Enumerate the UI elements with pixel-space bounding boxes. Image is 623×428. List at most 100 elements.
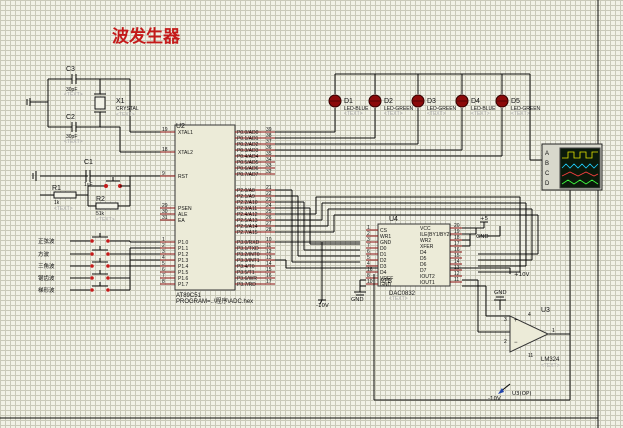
mcu-pin-num: 8 [162,279,165,285]
dac-pin-name: D4 [420,250,427,256]
r1-value: 1k [54,200,60,206]
mcu-pin-name: P0.7/AD7 [237,172,259,178]
r2-value: 51k [96,211,105,217]
c2-ref: C2 [66,114,75,121]
button-1[interactable]: 正弦波 [38,233,160,245]
x1-part: CRYSTAL [116,106,139,112]
button-4[interactable]: 锯齿波 [38,259,160,282]
mcu-pin-name: PSEN [178,206,192,212]
mcu-pin-num: 21 [266,185,272,191]
mcu-pin-name: P1.1 [178,246,189,252]
opamp-lm324[interactable]: + − [509,315,550,353]
dac-pin-name: D0 [380,246,387,252]
dac-pin-num: 11 [454,277,459,283]
mcu-pin-name: EA [178,218,185,224]
dac-pin-num: 8 [367,273,370,279]
dac-pin-name: D7 [420,268,427,274]
led-part: LED-BLUE [471,106,496,112]
dac-pin-name: D5 [420,256,427,262]
net-minus10-a: -10V [316,303,329,309]
mcu-pin-num: 28 [266,227,272,233]
mcu-pin-num: 7 [162,273,165,279]
mcu-pin-name: P1.7 [178,282,189,288]
dac-part: DAC0832 [389,291,416,297]
mcu-pin-num: 17 [266,279,272,285]
mcu-pin-name: P1.5 [178,270,189,276]
button-2[interactable]: 方波 [38,246,160,258]
mcu-pin-num: 18 [162,147,168,153]
led-part: LED-BLUE [344,106,369,112]
mcu-pin-name: P3.0/RXD [237,240,260,246]
c1-ref: C1 [84,159,93,166]
dac-pin-name: GND [380,282,392,288]
mcu-pin-num: 9 [162,171,165,177]
mcu-pin-num: 11 [266,243,271,249]
dac-pin-num: 4 [367,261,370,267]
scope-ch-b: B [545,161,549,167]
dac-pin-name: IOUT1 [420,280,435,286]
dac-pin-name: D4 [380,270,387,276]
mcu-pin-num: 23 [266,197,272,203]
mcu-pin-num: 25 [266,209,272,215]
opamp-ref: U3 [541,307,550,314]
dac-pin-num: 1 [367,225,370,231]
mcu-pin-num: 16 [266,273,272,279]
led-ref: D4 [471,98,480,105]
dac-pin-name: GND [380,240,392,246]
opamp-pin4: 4 [528,312,531,318]
mcu-at89c51[interactable] [160,124,275,291]
schematic-title: 波发生器 [112,26,181,47]
dac-pin-num: 18 [454,235,460,241]
mcu-pin-num: 3 [162,249,165,255]
led-ref: D5 [511,98,520,105]
mcu-pin-name: P3.2/INT0 [237,252,260,258]
mcu-pin-name: P3.3/INT1 [237,258,260,264]
dac-pin-name: VCC [420,226,431,232]
p2-dac-bus [275,189,539,292]
led-ref: D1 [344,98,353,105]
mcu-pin-num: 27 [266,221,272,227]
mcu-pin-name: XTAL1 [178,130,193,136]
oscillator-circuit[interactable] [26,74,175,153]
opamp-pin11: 11 [528,353,533,359]
oscilloscope[interactable] [541,143,603,191]
net-minus10-b: -10V [488,396,501,402]
mcu-pin-name: P2.7/A15 [237,230,258,236]
dac-pin-name: ILE(BY1/BY2) [420,232,451,238]
c3-text: <TEXT> [64,92,83,98]
mcu-pin-name: P1.0 [178,240,189,246]
led-ref: D2 [384,98,393,105]
svg-text:−: − [514,340,518,346]
mcu-pin-name: P3.1/TXD [237,246,259,252]
dac-pin-num: 6 [367,249,370,255]
mcu-ref: U2 [176,123,185,130]
dac-0832[interactable] [366,223,462,287]
dac-pin-num: 5 [367,255,370,261]
r2-ref: R2 [96,196,105,203]
opamp-pin3: 3 [504,317,507,323]
led-text: <TEXT> [384,111,403,117]
mcu-pin-name: P0.4/AD4 [237,154,259,160]
p0-led-bus [275,73,542,161]
mcu-pin-num: 31 [162,215,168,221]
button-label: 梯形波 [38,286,55,294]
dac-pin-name: WR1 [380,234,391,240]
button-3[interactable]: 三角波 [38,253,160,270]
dac-ref: U4 [389,216,398,223]
button-5[interactable]: 梯形波 [38,265,160,294]
led-text: <TEXT> [471,111,490,117]
mcu-pin-num: 35 [266,151,272,157]
reset-circuit[interactable] [32,170,175,210]
x1-ref: X1 [116,98,125,105]
led-array[interactable]: D1LED-BLUE<TEXT>D2LED-GREEN<TEXT>D3LED-G… [328,94,541,117]
mcu-pin-name: P0.6/AD6 [237,166,259,172]
mcu-pin-num: 4 [162,255,165,261]
probe-icon[interactable] [498,383,511,394]
mcu-part: AT89C51 [176,293,202,299]
